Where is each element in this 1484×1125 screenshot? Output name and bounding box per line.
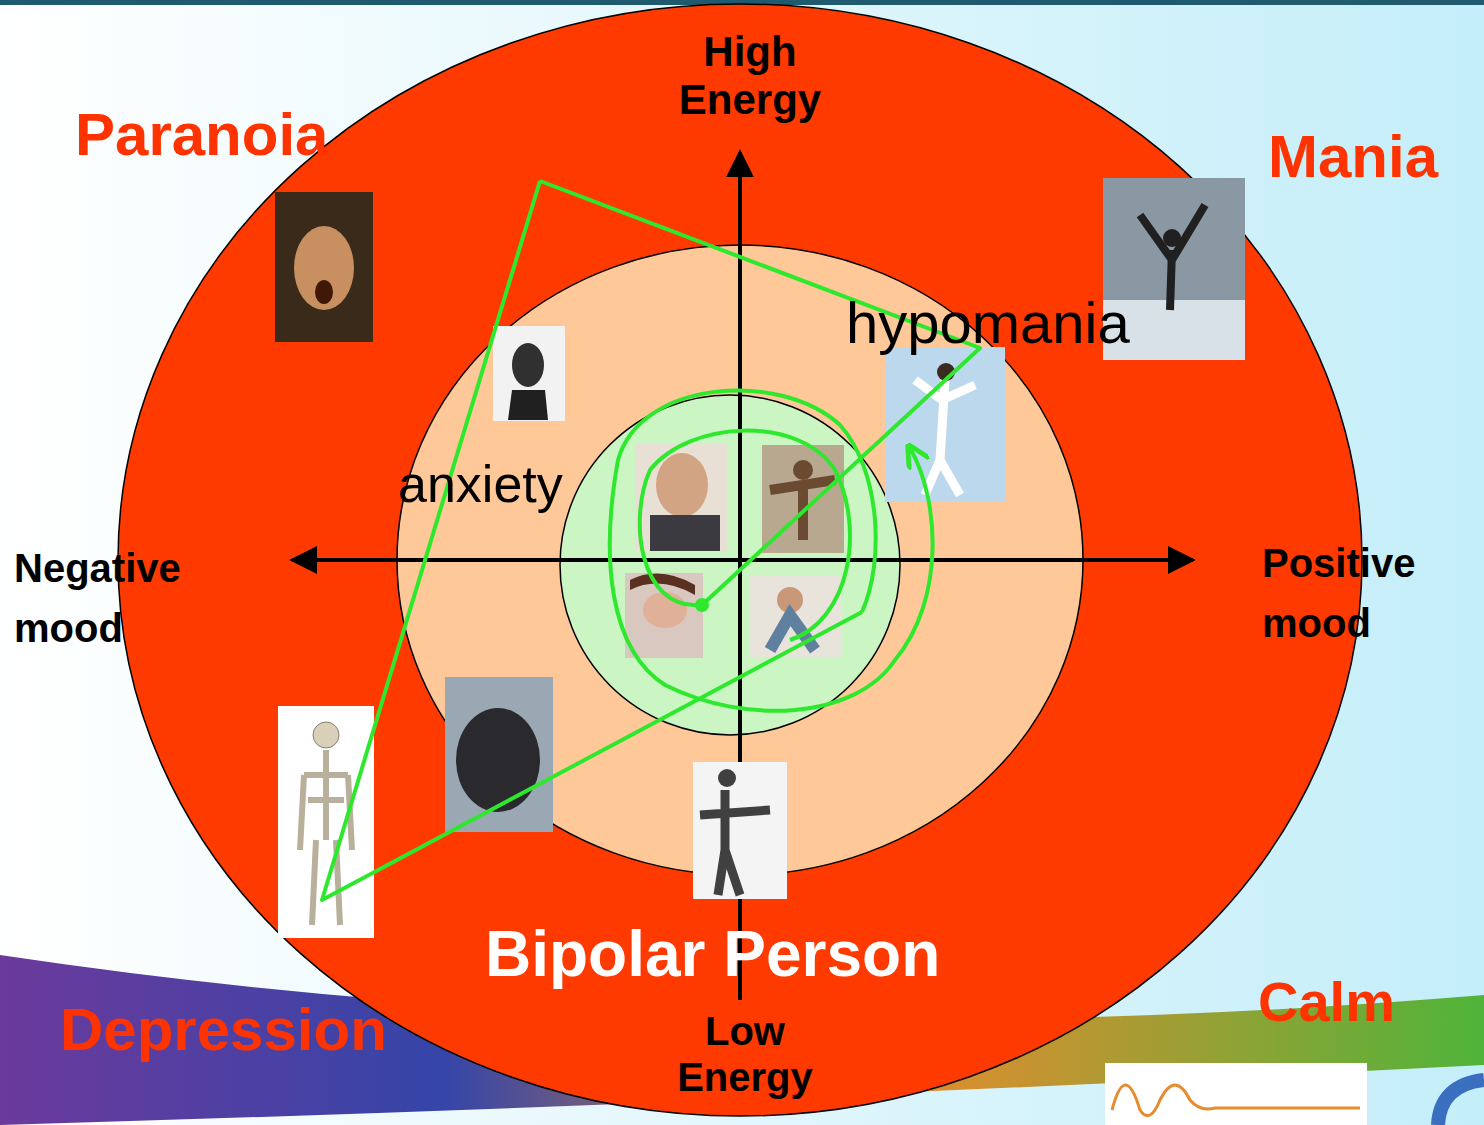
axis-label: Positive mood [1262,533,1472,653]
mood-trajectory [322,181,980,900]
photo-body [508,390,548,420]
photo-figure [512,343,544,387]
trajectory-spiral [610,390,933,710]
axis-label: High Energy [650,28,850,125]
photo-frame [750,575,842,657]
photo-tired-woman [625,573,703,658]
axis-label: Low Energy [650,1008,840,1100]
calm-wave [1112,1085,1360,1116]
trajectory-line [322,181,862,900]
title-label: Bipolar Person [485,918,940,992]
photo-woman-scream [493,326,565,421]
state-label: Calm [1258,970,1395,1034]
photo-figures [700,790,770,895]
axis-label: Negative mood [14,538,224,658]
photo-frame [625,573,703,658]
photo-skull [313,722,339,748]
photo-frame [275,192,373,342]
photo-mouth [315,280,333,304]
zone-label: hypomania [846,290,1130,357]
photo-frame [635,443,727,551]
photo-sitting-man [750,575,842,657]
photo-jumping-woman [885,347,1005,502]
photo-crouching-man [445,677,553,832]
photo-skeleton [278,706,374,938]
outer-zone [118,4,1362,1116]
photo-carrying [693,762,787,899]
photo-frame [278,706,374,938]
trajectory-spiral [640,431,850,640]
photo-frame [885,347,1005,502]
photo-figure [456,708,540,812]
wave-box [1105,1063,1367,1125]
photo-figure [1140,205,1205,310]
photo-frame [493,326,565,421]
trajectory-start [695,598,709,612]
photo-face [294,226,354,310]
photo-face [656,453,708,517]
photo-head [793,460,813,480]
photo-frame [445,677,553,832]
photo-body [650,515,720,551]
zone-label: anxiety [398,455,563,515]
photo-face [643,592,687,628]
photo-head [718,769,736,787]
corner-arc [1438,1080,1484,1125]
state-label: Depression [60,995,387,1064]
photo-screaming-face [275,192,373,342]
photo-head [1163,229,1181,247]
photo-frame [693,762,787,899]
state-label: Mania [1268,122,1438,191]
photo-thinking-man [635,443,727,551]
state-label: Paranoia [75,100,328,169]
